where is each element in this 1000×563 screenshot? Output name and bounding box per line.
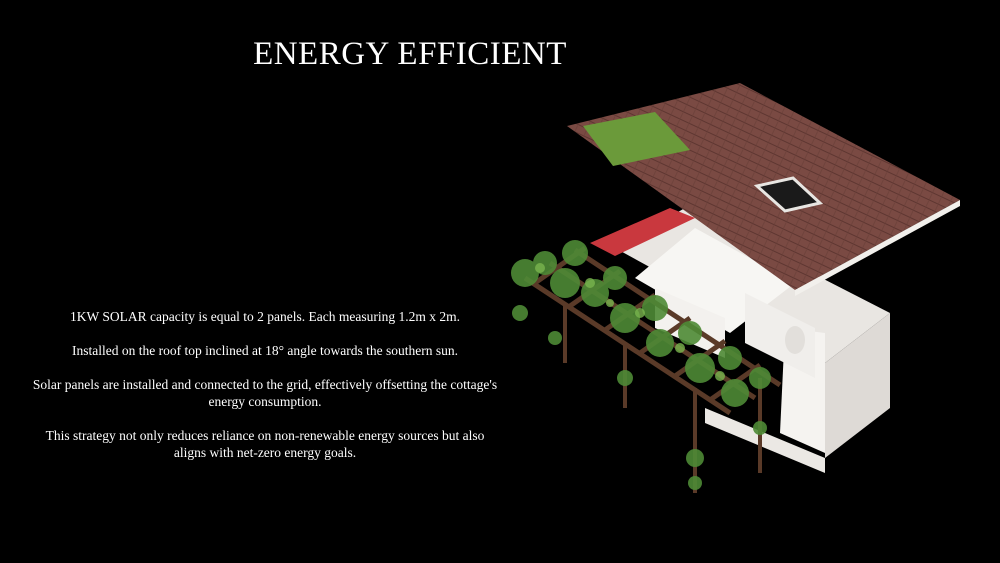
- red-deck: [590, 208, 695, 256]
- body-text: 1KW SOLAR capacity is equal to 2 panels.…: [30, 308, 500, 478]
- foliage-highlights: [535, 263, 725, 381]
- skylight: [753, 176, 824, 213]
- green-roof-patch: [583, 112, 690, 166]
- paragraph-solar-capacity: 1KW SOLAR capacity is equal to 2 panels.…: [69, 309, 461, 324]
- roof: [567, 83, 960, 296]
- paragraph-installation-angle: Installed on the roof top inclined at 18…: [72, 343, 458, 358]
- cottage-model-illustration: [511, 83, 960, 493]
- cottage-walls: [615, 208, 890, 473]
- slide-title: ENERGY EFFICIENT: [253, 36, 567, 72]
- paragraph-grid-connection: Solar panels are installed and connected…: [32, 377, 498, 409]
- paragraph-net-zero: This strategy not only reduces reliance …: [45, 428, 485, 460]
